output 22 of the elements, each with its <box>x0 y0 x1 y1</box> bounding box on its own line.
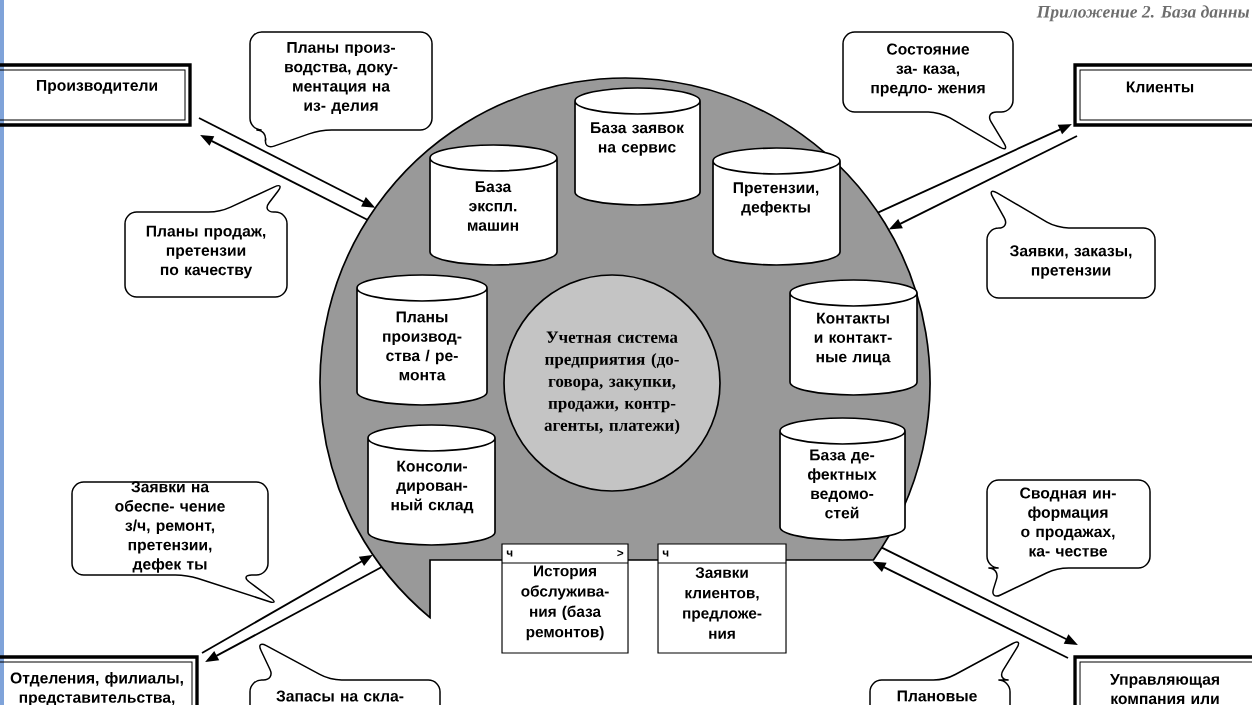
speech-bubble: Сводная ин- формация о продажах, ка- честве <box>986 479 1151 597</box>
speech-bubble: Состояние за- каза, предло- жения <box>842 31 1014 150</box>
speech-bubble: Заявки на обеспе- чение з/ч, ремонт, претензии, дефек ты <box>71 481 275 603</box>
database-cylinder: База экспл. машин <box>429 144 558 266</box>
database-cylinder: База заявок на сервис <box>574 87 701 206</box>
entity-box: Отделения, филиалы, представительства, <box>0 655 199 705</box>
table-box: ч > История обслужива- ния (база ремонтов) <box>501 543 629 654</box>
database-cylinder: База де- фектных ведомо- стей <box>779 417 906 541</box>
database-cylinder: Консоли- дирован- ный склад <box>367 424 496 546</box>
database-cylinder: Контакты и контакт- ные лица <box>789 279 918 396</box>
speech-bubble: Планы продаж, претензии по качеству <box>124 184 288 298</box>
table-box: ч Заявки клиентов, предложе- ния <box>657 543 787 654</box>
entity-box: Производители <box>0 63 192 127</box>
speech-bubble: Планы произ- водства, доку- ментация на из- делия <box>249 31 433 148</box>
speech-bubble: Запасы на скла- <box>249 643 441 705</box>
entity-box: Управляющая компания или <box>1073 655 1252 705</box>
title: Приложение 2. База данны <box>1036 5 1250 22</box>
entity-box: Клиенты <box>1073 63 1252 127</box>
database-cylinder: Планы производ- ства / ре- монта <box>356 274 488 406</box>
speech-bubble: Заявки, заказы, претензии <box>986 190 1156 299</box>
speech-bubble: Плановые <box>869 641 1020 705</box>
database-cylinder: Претензии, дефекты <box>712 147 841 266</box>
